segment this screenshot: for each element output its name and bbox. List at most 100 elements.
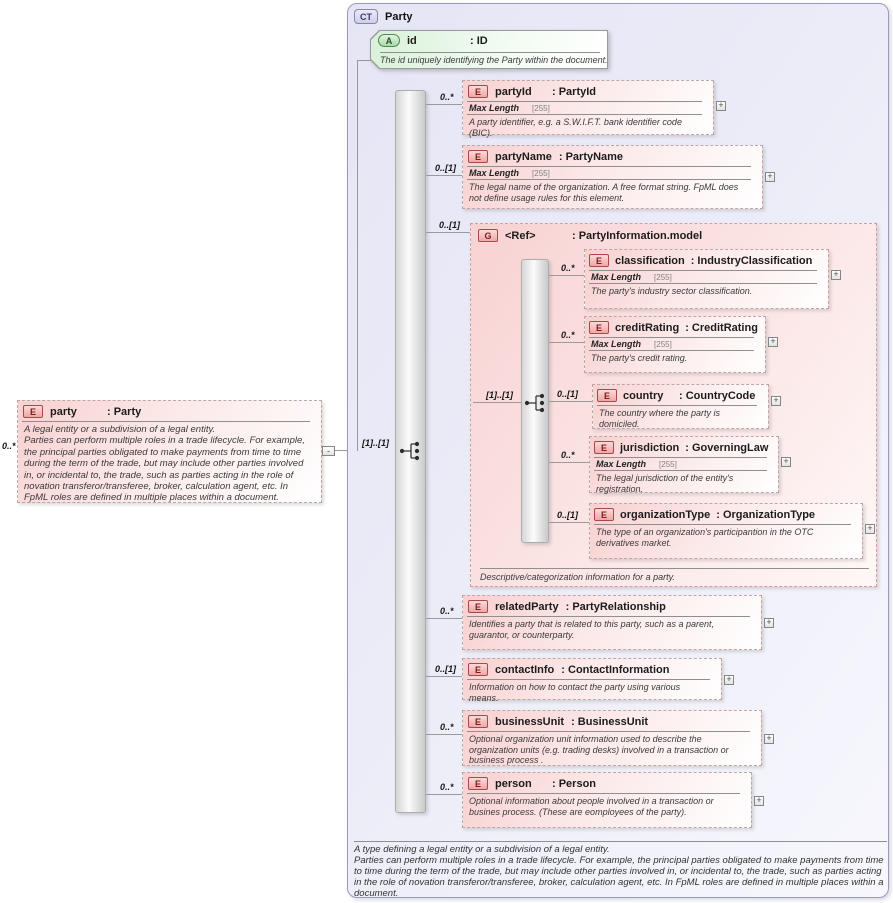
element-contactInfo[interactable]: E contactInfo : ContactInformation Infor… <box>462 658 722 703</box>
group-name: <Ref> <box>505 229 536 242</box>
element-type: : CountryCode <box>679 389 756 402</box>
collapse-button[interactable]: - <box>322 446 335 456</box>
element-type: : PartyRelationship <box>565 600 666 613</box>
element-name: jurisdiction <box>620 441 680 454</box>
facet-row: Max Length [255] <box>467 101 702 114</box>
connector-line <box>549 522 589 523</box>
element-relatedParty[interactable]: E relatedParty : PartyRelationship Ident… <box>462 595 762 650</box>
facet-row: Max Length [255] <box>589 337 754 350</box>
element-badge-icon: E <box>468 600 488 613</box>
connector-line <box>426 734 462 735</box>
group-description: Descriptive/categorization information f… <box>480 572 675 582</box>
element-badge-icon: E <box>597 389 617 402</box>
group-partyInformation-model[interactable]: G <Ref> : PartyInformation.model [1]..[1… <box>470 223 877 587</box>
connector-line <box>473 402 533 403</box>
cardinality-label: 0..* <box>2 441 16 451</box>
divider <box>380 52 600 53</box>
connector-line <box>426 676 462 677</box>
element-organizationType[interactable]: E organizationType : OrganizationType Th… <box>589 503 863 559</box>
element-name: partyId <box>495 85 532 98</box>
element-partyName[interactable]: E partyName : PartyName Max Length [255]… <box>462 145 763 209</box>
connector-line <box>549 275 584 276</box>
connector-line <box>426 794 462 795</box>
expand-icon[interactable]: + <box>831 270 841 280</box>
element-name: country <box>623 389 664 402</box>
sequence-icon[interactable] <box>399 441 423 461</box>
element-type: : CreditRating <box>685 321 758 334</box>
expand-icon[interactable]: + <box>771 396 781 406</box>
attribute-id[interactable]: A id : ID The id uniquely identifying th… <box>370 30 608 69</box>
element-classification[interactable]: E classification : IndustryClassificatio… <box>584 249 829 309</box>
connector-line <box>426 104 462 105</box>
element-description: A party identifier, e.g. a S.W.I.F.T. ba… <box>467 114 702 141</box>
connector-line <box>426 175 462 176</box>
element-badge-icon: E <box>594 441 614 454</box>
connector-line <box>426 232 470 233</box>
group-badge-icon: G <box>478 229 498 242</box>
connector-line <box>549 401 592 402</box>
element-description: The party's credit rating. <box>589 350 754 367</box>
element-businessUnit[interactable]: E businessUnit : BusinessUnit Optional o… <box>462 710 762 766</box>
expand-icon[interactable]: + <box>768 337 778 347</box>
connector-line <box>549 462 589 463</box>
expand-icon[interactable]: + <box>764 734 774 744</box>
element-type: : PartyId <box>552 85 597 98</box>
element-type: : IndustryClassification <box>690 254 813 267</box>
facet-row: Max Length [255] <box>594 457 767 470</box>
expand-icon[interactable]: + <box>765 172 775 182</box>
model-cardinality-label: [1]..[1] <box>362 438 389 448</box>
expand-icon[interactable]: + <box>865 524 875 534</box>
expand-icon[interactable]: + <box>754 796 764 806</box>
expand-icon[interactable]: + <box>764 618 774 628</box>
expand-icon[interactable]: + <box>724 675 734 685</box>
element-name: party <box>50 405 77 418</box>
element-description: Optional organization unit information u… <box>467 731 750 769</box>
element-country[interactable]: E country : CountryCode The country wher… <box>592 384 769 429</box>
cardinality-label: 0..[1] <box>435 163 457 173</box>
cardinality-label: 0..[1] <box>557 389 579 399</box>
element-badge-icon: E <box>468 85 488 98</box>
sequence-icon[interactable] <box>524 393 548 413</box>
sequence-compositor[interactable] <box>521 259 549 543</box>
cardinality-label: 0..* <box>440 722 454 732</box>
divider <box>354 841 887 842</box>
element-description: Optional information about people involv… <box>467 793 740 820</box>
facet-row: Max Length [255] <box>589 270 817 283</box>
facet-row: Max Length [255] <box>467 166 751 179</box>
element-badge-icon: E <box>589 254 609 267</box>
element-badge-icon: E <box>468 663 488 676</box>
connector-line <box>357 60 358 451</box>
element-description: Information on how to contact the party … <box>467 679 710 706</box>
attribute-type: : ID <box>470 34 488 47</box>
connector-line <box>426 618 462 619</box>
cardinality-label: 0..[1] <box>557 510 579 520</box>
element-badge-icon: E <box>594 508 614 521</box>
element-type: : GoverningLaw <box>685 441 769 454</box>
element-description: The legal name of the organization. A fr… <box>467 179 751 206</box>
element-badge-icon: E <box>589 321 609 334</box>
group-type: : PartyInformation.model <box>572 229 703 242</box>
element-person[interactable]: E person : Person Optional information a… <box>462 772 752 828</box>
complex-type-badge-icon: CT <box>354 9 378 24</box>
element-partyId[interactable]: E partyId : PartyId Max Length [255] A p… <box>462 80 714 138</box>
complex-type-description: A type defining a legal entity or a subd… <box>354 844 884 899</box>
element-description: A legal entity or a subdivision of a leg… <box>22 421 310 507</box>
divider <box>480 568 869 569</box>
element-type: : PartyName <box>558 150 624 163</box>
expand-icon[interactable]: + <box>781 457 791 467</box>
element-type: : BusinessUnit <box>571 715 649 728</box>
expand-icon[interactable]: + <box>716 101 726 111</box>
element-description: The legal jurisdiction of the entity's r… <box>594 470 767 497</box>
cardinality-label: 0..[1] <box>435 664 457 674</box>
element-creditRating[interactable]: E creditRating : CreditRating Max Length… <box>584 316 766 373</box>
cardinality-label: 0..* <box>561 450 575 460</box>
cardinality-label: 0..* <box>561 330 575 340</box>
complex-type-title: Party <box>385 10 413 23</box>
element-name: relatedParty <box>495 600 559 613</box>
element-description: The party's industry sector classificati… <box>589 283 817 300</box>
element-jurisdiction[interactable]: E jurisdiction : GoverningLaw Max Length… <box>589 436 779 494</box>
connector-line <box>357 60 371 61</box>
element-type: : Person <box>552 777 597 790</box>
element-party[interactable]: E party : Party A legal entity or a subd… <box>17 400 322 503</box>
